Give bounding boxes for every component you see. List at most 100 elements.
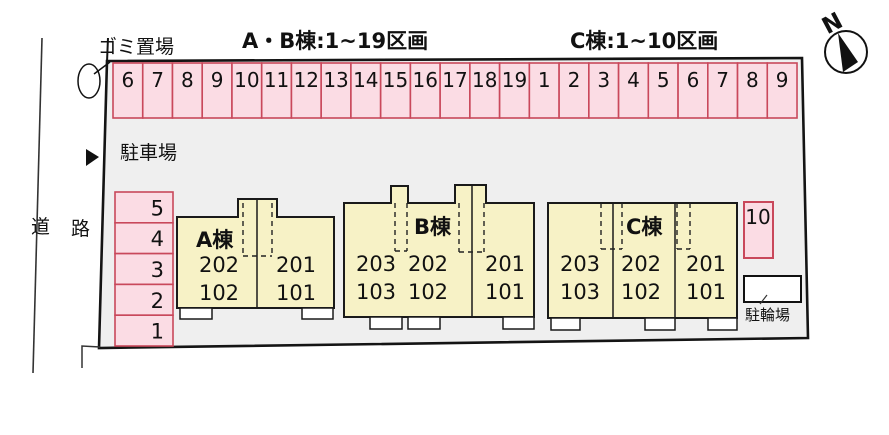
parking-space-number: 10 bbox=[745, 205, 770, 229]
road-line bbox=[32, 37, 43, 374]
section-title-c: C棟:1~10区画 bbox=[570, 29, 718, 53]
unit-number: 203 bbox=[356, 252, 396, 276]
north-compass-icon: N bbox=[818, 8, 868, 74]
garbage-area-label: ゴミ置場 bbox=[98, 36, 174, 58]
building-a: A棟 202 102 201 101 bbox=[176, 198, 335, 320]
building-label: C棟 bbox=[626, 215, 663, 239]
building-b: B棟 203 103 202 102 201 101 bbox=[343, 184, 535, 330]
unit-number: 103 bbox=[560, 280, 600, 304]
porch bbox=[644, 317, 676, 331]
porch bbox=[179, 307, 213, 320]
road-label: 道 bbox=[31, 216, 50, 238]
bicycle-parking-rect bbox=[743, 275, 802, 303]
parking-space-number: 6 bbox=[687, 68, 700, 92]
parking-space bbox=[114, 222, 174, 255]
parking-space bbox=[588, 62, 620, 119]
unit-number: 101 bbox=[276, 281, 316, 305]
building-a-outline bbox=[176, 198, 335, 309]
section-title-ab: A・B棟:1~19区画 bbox=[242, 29, 428, 53]
left-parking-column: 5 4 3 2 1 bbox=[114, 191, 174, 347]
parking-space-number: 4 bbox=[627, 68, 640, 92]
unit-number: 102 bbox=[199, 281, 239, 305]
parking-space-number: 4 bbox=[151, 227, 164, 251]
parking-space-number: 2 bbox=[568, 68, 581, 92]
unit-number: 201 bbox=[686, 252, 726, 276]
parking-space-number: 13 bbox=[323, 68, 348, 92]
stairwell-dashed-outline bbox=[242, 203, 273, 257]
parking-space bbox=[290, 62, 322, 119]
stairwell-dashed-outline bbox=[600, 203, 691, 250]
parking-space bbox=[409, 62, 441, 119]
parking-space bbox=[260, 62, 293, 119]
unit-number: 202 bbox=[408, 252, 448, 276]
porch bbox=[550, 317, 581, 331]
unit-number: 102 bbox=[408, 280, 448, 304]
parking-space-number: 1 bbox=[538, 68, 551, 92]
utility-pole-icon bbox=[77, 63, 101, 99]
parking-space bbox=[766, 62, 798, 119]
parking-space-number: 15 bbox=[383, 68, 408, 92]
parking-space bbox=[617, 62, 650, 119]
parking-space bbox=[114, 314, 174, 347]
porch bbox=[407, 316, 441, 330]
parking-space-number: 9 bbox=[776, 68, 789, 92]
parking-space-10: 10 bbox=[743, 201, 774, 259]
boundary-step-line bbox=[81, 345, 101, 368]
building-label: A棟 bbox=[196, 228, 234, 252]
parking-space-number: 16 bbox=[413, 68, 438, 92]
parking-space-number: 9 bbox=[211, 68, 224, 92]
parking-space bbox=[439, 62, 471, 119]
porch bbox=[369, 316, 403, 330]
parking-space-number: 2 bbox=[151, 289, 164, 313]
porch bbox=[707, 317, 738, 331]
stairwell-dashed-outline bbox=[394, 203, 485, 253]
porch bbox=[502, 316, 535, 330]
bicycle-parking: 駐輪場 bbox=[743, 275, 802, 324]
parking-space-number: 8 bbox=[181, 68, 194, 92]
parking-space-number: 7 bbox=[716, 68, 729, 92]
parking-space-number: 6 bbox=[122, 68, 135, 92]
parking-space-number: 10 bbox=[234, 68, 259, 92]
utility-pole-tick bbox=[93, 61, 111, 75]
road-label: 路 bbox=[71, 218, 90, 240]
parking-space-number: 8 bbox=[746, 68, 759, 92]
parking-space-number: 11 bbox=[264, 68, 289, 92]
unit-number: 203 bbox=[560, 252, 600, 276]
unit-number: 103 bbox=[356, 280, 396, 304]
entrance-arrow-icon bbox=[86, 149, 99, 166]
parking-space bbox=[112, 62, 144, 119]
label-tick bbox=[759, 294, 768, 305]
building-label: B棟 bbox=[414, 215, 452, 239]
boundary-line bbox=[106, 37, 109, 63]
parking-space-number: 17 bbox=[442, 68, 467, 92]
parking-space-number: 3 bbox=[597, 68, 610, 92]
parking-space-number: 1 bbox=[151, 320, 164, 344]
unit-number: 201 bbox=[485, 252, 525, 276]
unit-number: 202 bbox=[621, 252, 661, 276]
unit-number: 101 bbox=[485, 280, 525, 304]
parking-space bbox=[114, 252, 174, 286]
building-c: C棟 203 103 202 102 201 101 bbox=[547, 202, 738, 331]
bicycle-parking-label: 駐輪場 bbox=[745, 306, 790, 324]
parking-space bbox=[498, 62, 531, 119]
parking-space bbox=[320, 62, 352, 119]
parking-space bbox=[743, 201, 774, 259]
parking-space-number: 12 bbox=[294, 68, 319, 92]
parking-space-number: 5 bbox=[151, 196, 164, 220]
parking-space-number: 3 bbox=[151, 258, 164, 282]
parking-space bbox=[114, 283, 174, 316]
parking-space bbox=[114, 191, 174, 224]
parking-space bbox=[171, 62, 204, 119]
parking-space-number: 14 bbox=[353, 68, 378, 92]
parking-space bbox=[201, 62, 233, 119]
unit-number: 102 bbox=[621, 280, 661, 304]
parking-area-label: 駐車場 bbox=[120, 142, 177, 164]
unit-number: 201 bbox=[276, 253, 316, 277]
parking-space-number: 7 bbox=[151, 68, 164, 92]
parking-space-number: 18 bbox=[472, 68, 497, 92]
porch bbox=[301, 307, 334, 320]
building-c-outline bbox=[547, 202, 738, 319]
unit-number: 101 bbox=[686, 280, 726, 304]
